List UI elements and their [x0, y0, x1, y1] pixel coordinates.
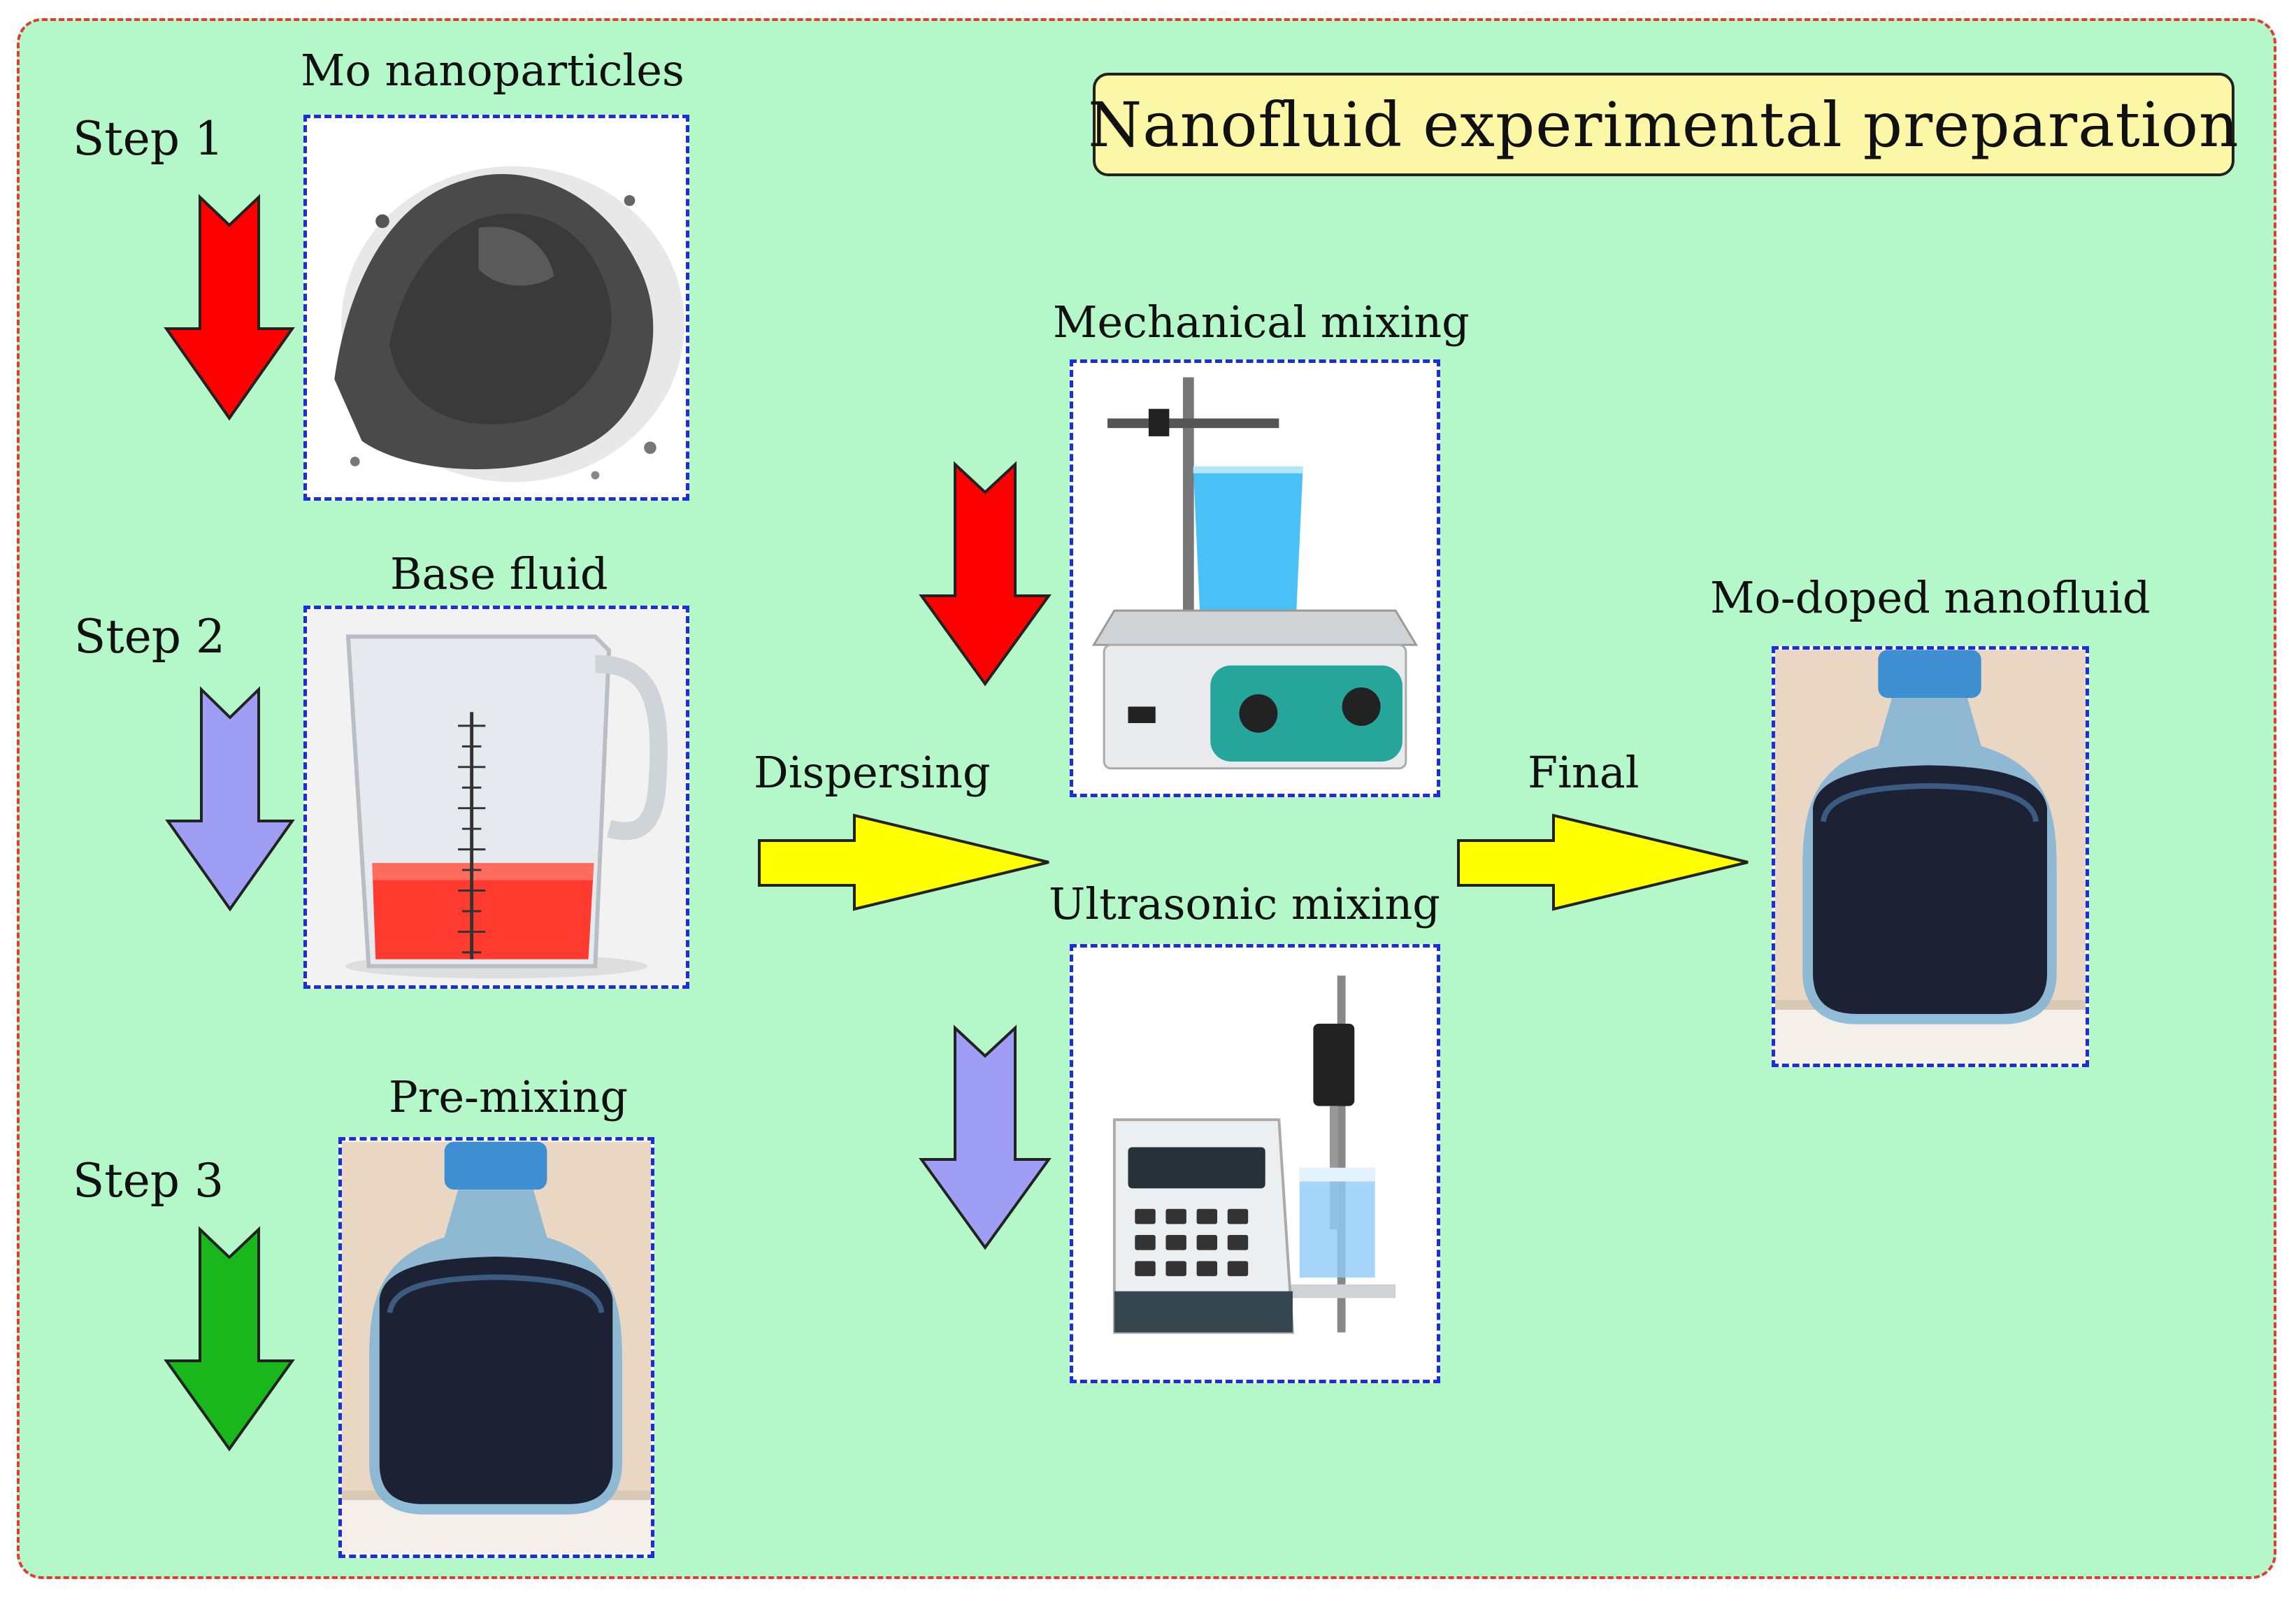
- base-fluid-image: [303, 606, 689, 989]
- powder-pile-icon: [307, 118, 686, 497]
- step-3-green-arrow: [164, 1226, 295, 1452]
- ultrasonic-processor-icon: [1073, 948, 1437, 1380]
- diagram-title: Nanofluid experimental preparation: [1088, 88, 2239, 161]
- bottle-icon: [1775, 650, 2086, 1064]
- mo-doped-nanofluid-image: [1772, 646, 2089, 1067]
- final-label: Final: [1528, 747, 1640, 798]
- mechanical-red-arrow: [919, 461, 1052, 687]
- mo-doped-nanofluid-caption: Mo-doped nanofluid: [1710, 572, 2151, 623]
- mo-nanoparticles-image: [303, 115, 689, 501]
- measuring-jug-icon: [307, 609, 686, 985]
- dispersing-yellow-arrow: [758, 813, 1049, 911]
- pre-mixing-caption: Pre-mixing: [389, 1071, 629, 1122]
- step-1-label: Step 1: [73, 112, 224, 166]
- mechanical-mixing-image: [1070, 359, 1440, 797]
- title-box: Nanofluid experimental preparation: [1088, 73, 2239, 176]
- ultrasonic-mixing-caption: Ultrasonic mixing: [1049, 878, 1440, 929]
- pre-mixing-image: [338, 1137, 654, 1558]
- ultrasonic-mixing-image: [1070, 944, 1440, 1383]
- dispersing-label: Dispersing: [754, 747, 991, 798]
- step-2-label: Step 2: [74, 610, 226, 664]
- mechanical-mixing-caption: Mechanical mixing: [1053, 297, 1470, 348]
- base-fluid-caption: Base fluid: [390, 548, 608, 599]
- step-2-lavender-arrow: [165, 686, 295, 912]
- bottle-icon: [342, 1141, 651, 1554]
- mo-nanoparticles-caption: Mo nanoparticles: [301, 45, 684, 96]
- final-yellow-arrow: [1457, 813, 1749, 911]
- ultrasonic-lavender-arrow: [919, 1024, 1052, 1250]
- hotplate-stirrer-icon: [1073, 363, 1437, 794]
- step-3-label: Step 3: [73, 1154, 224, 1208]
- step-1-red-arrow: [164, 194, 295, 421]
